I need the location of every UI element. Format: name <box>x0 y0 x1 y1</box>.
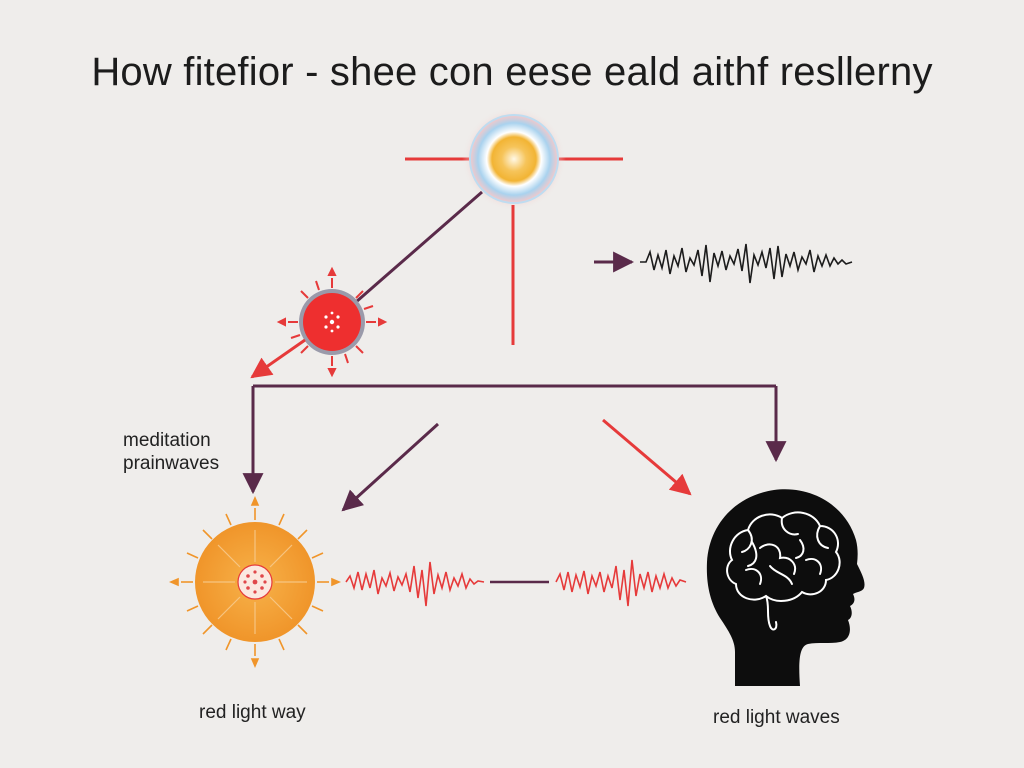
cell-exit-red-arrow <box>250 338 306 379</box>
middle-purple-arrow <box>341 422 440 512</box>
left-red-waveform <box>345 561 485 607</box>
light-source-icon <box>405 107 623 211</box>
sun-cell-icon <box>168 495 342 669</box>
meditation-label-line1: meditation <box>123 430 211 451</box>
red-head-arrow <box>602 418 692 496</box>
source-to-cell-line <box>355 190 483 304</box>
top-waveform <box>640 243 853 284</box>
right-red-waveform <box>555 559 687 607</box>
left-bottom-label: red light way <box>199 702 306 723</box>
red-cell-icon <box>276 266 388 378</box>
meditation-label-line2: prainwaves <box>123 453 220 474</box>
diagram-title: How fitefior - shee con eese eald aithf … <box>91 50 933 94</box>
brain-head-icon <box>706 489 865 686</box>
right-bottom-label: red light waves <box>713 707 840 728</box>
